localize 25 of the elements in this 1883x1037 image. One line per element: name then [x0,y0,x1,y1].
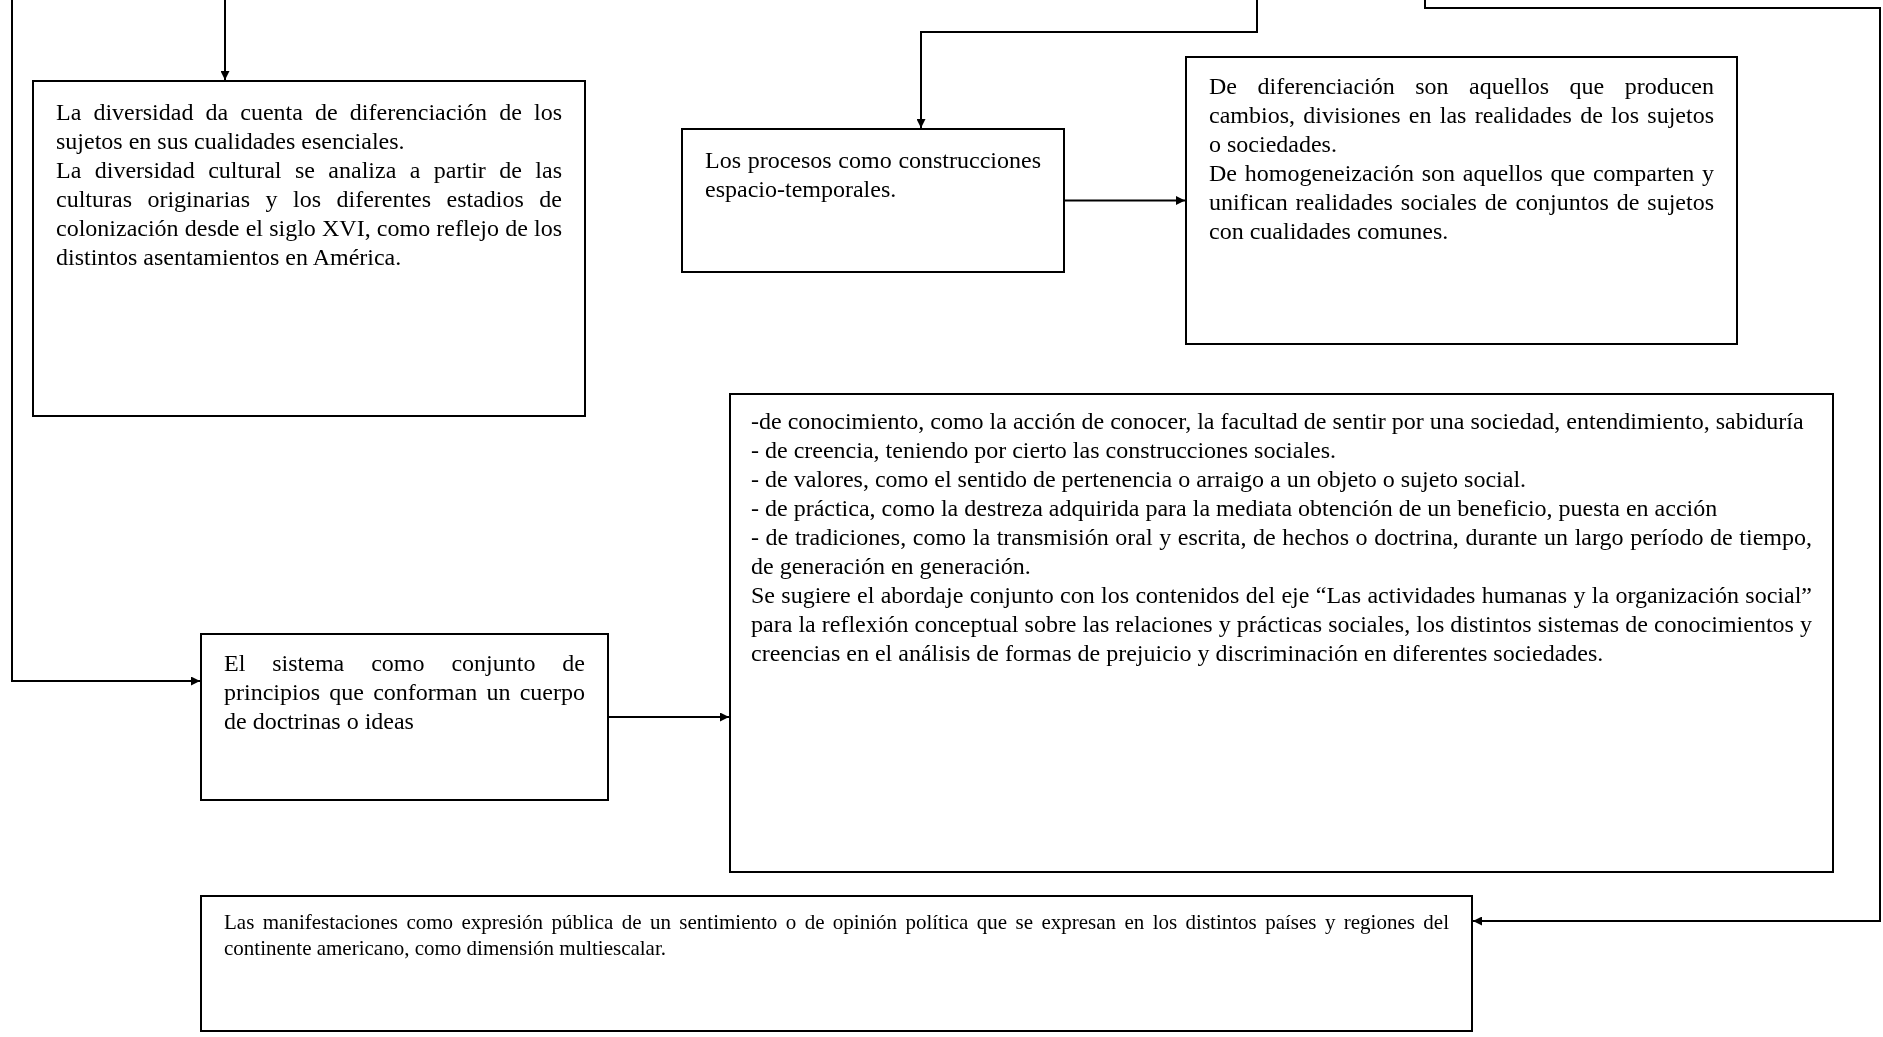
paragraph: -de conocimiento, como la acción de conocer, la facultad de sentir por una sociedad, entendimiento, sabiduría [751,407,1805,436]
arrow [1064,196,1186,205]
paragraph: De homogeneización son aquellos que comparten y unifican realidades sociales de conjuntos de sujetos con cualidades comunes. [1209,159,1714,246]
text-box [1185,56,1738,345]
text-box [729,393,1834,873]
text-box [681,128,1065,273]
paragraph: Los procesos como construcciones espacio-temporales. [705,146,1041,204]
paragraph: - de valores, como el sentido de pertenencia o arraigo a un objeto o sujeto social. [751,465,1528,494]
arrow [11,0,201,686]
arrow [220,0,230,81]
paragraph: La diversidad cultural se analiza a partir de las culturas originarias y los diferentes estadios de colonización desde el siglo XVI, como reflejo de los distintos asentamientos en América. [56,156,562,272]
paragraph: - de tradiciones, como la transmisión oral y escrita, de hechos o doctrina, durante un largo período de tiempo, de generación en generación. [751,523,1812,581]
paragraph: - de práctica, como la destreza adquirida para la mediata obtención de un beneficio, puesta en acción [751,494,1719,523]
arrow [1424,0,1881,926]
paragraph: De diferenciación son aquellos que producen cambios, divisiones en las realidades de los sujetos o sociedades. [1209,72,1714,159]
paragraph: - de creencia, teniendo por cierto las construcciones sociales. [751,436,1338,465]
text-box [200,895,1473,1032]
arrow [916,0,1258,129]
paragraph: El sistema como conjunto de principios que conforman un cuerpo de doctrinas o ideas [224,649,585,736]
text-box [32,80,586,417]
paragraph: Se sugiere el abordaje conjunto con los contenidos del eje “Las actividades humanas y la organización social” para la reflexión conceptual sobre las relaciones y prácticas sociales, los distintos sistemas de conocimientos y creencias en el análisis de formas de prejuicio y discriminación en diferentes sociedades. [751,581,1812,668]
arrow [608,712,730,722]
paragraph: La diversidad da cuenta de diferenciación de los sujetos en sus cualidades esenciales. [56,98,562,156]
text-box [200,633,609,801]
paragraph: Las manifestaciones como expresión pública de un sentimiento o de opinión política que se expresan en los distintos países y regiones del continente americano, como dimensión multiescalar. [224,909,1449,961]
